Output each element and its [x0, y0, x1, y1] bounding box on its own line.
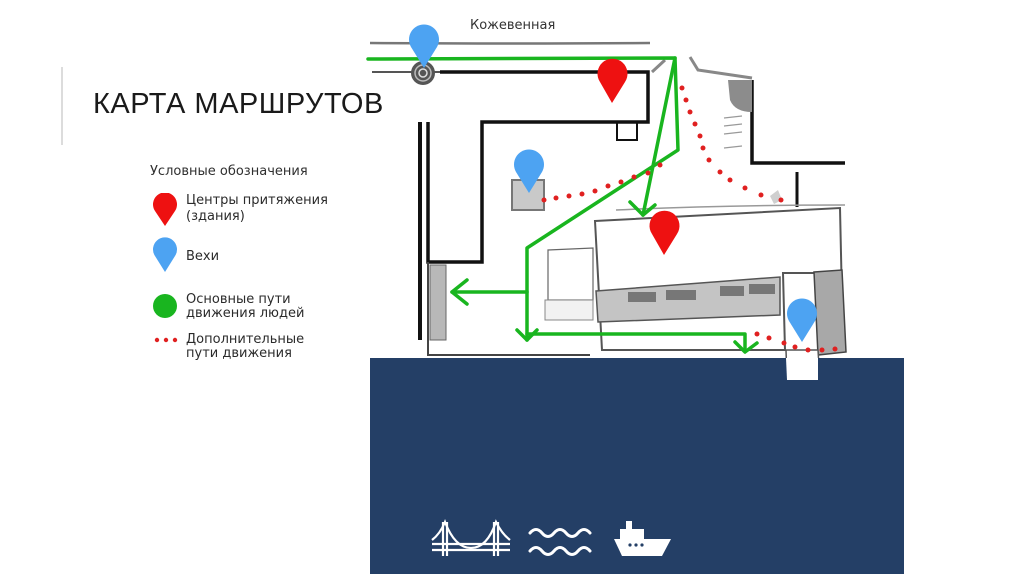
secondary-paths: [541, 85, 838, 353]
legend-item-landmarks: Вехи: [150, 237, 365, 293]
landmark-pins: [409, 24, 818, 342]
legend-label: Дополнительные: [186, 332, 305, 347]
green-dot-icon: [152, 293, 178, 323]
landmark-pin-pier: [787, 298, 818, 342]
legend: Условные обозначения Центры притяжения (…: [150, 164, 365, 361]
attraction-pin-central: [649, 210, 680, 255]
legend-item-main-paths: Основные пути движения людей: [150, 293, 365, 333]
landmark-pin-street: [409, 24, 440, 68]
waves-icon: [528, 528, 592, 556]
page-title: КАРТА МАРШРУТОВ: [93, 88, 384, 120]
legend-title: Условные обозначения: [150, 164, 308, 179]
legend-label: Основные пути: [186, 292, 291, 307]
ship-icon: [614, 521, 671, 556]
attraction-pin-north: [597, 58, 628, 103]
legend-label: пути движения: [186, 346, 292, 361]
legend-item-attractions: Центры притяжения (здания): [150, 192, 365, 237]
legend-label: движения людей: [186, 306, 305, 321]
legend-label: (здания): [186, 209, 245, 224]
red-dotted-line-icon: [152, 335, 182, 349]
blue-pin-icon: [152, 237, 178, 278]
legend-item-secondary-paths: Дополнительные пути движения: [150, 333, 365, 361]
landmark-pin-west: [514, 149, 545, 193]
bridge-icon: [431, 519, 511, 556]
street-label: Кожевенная: [470, 18, 556, 33]
attraction-pins: [597, 58, 680, 255]
main-paths: [366, 56, 759, 354]
accent-rule: [61, 67, 63, 145]
legend-label: Центры притяжения: [186, 193, 328, 208]
sketch-structures: [411, 56, 847, 383]
legend-label: Вехи: [186, 249, 220, 264]
red-pin-icon: [152, 192, 178, 232]
